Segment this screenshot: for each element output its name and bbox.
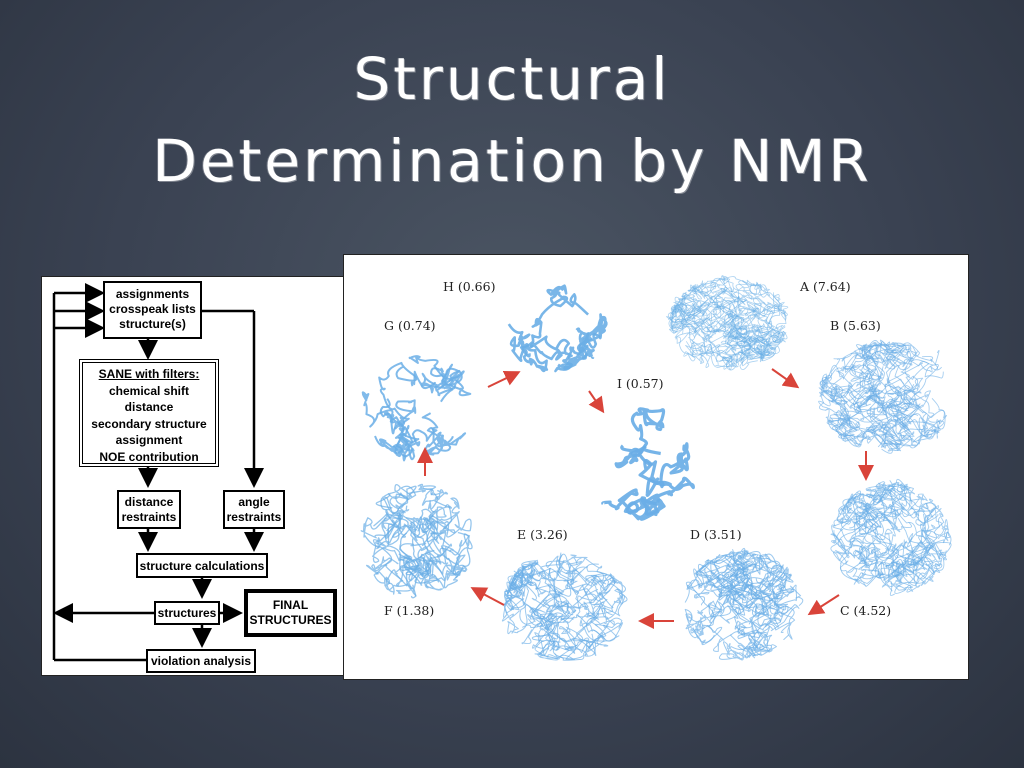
angle-restraints-label: restraints — [226, 510, 282, 524]
label-f: F (1.38) — [384, 603, 435, 618]
final-label: FINAL — [272, 598, 309, 612]
ensemble-a — [666, 275, 789, 371]
structure-calculations-box: structure calculations — [136, 553, 268, 578]
ensemble-d — [684, 547, 804, 661]
ensemble-c — [830, 478, 952, 596]
transition-arrow-3 — [807, 594, 840, 616]
structures-box: structures — [154, 601, 220, 625]
distance-restraints-box: distance restraints — [117, 490, 181, 529]
ensemble-e — [501, 552, 628, 661]
ensemble-figure-panel: H (0.66) A (7.64) G (0.74) B (5.63) I (0… — [343, 254, 969, 680]
label-a: A (7.64) — [800, 279, 851, 294]
label-g: G (0.74) — [384, 318, 436, 333]
angle-restraints-box: angle restraints — [223, 490, 285, 529]
label-c: C (4.52) — [840, 603, 892, 618]
input-crosspeak-lists: crosspeak lists — [109, 302, 196, 316]
distance-label: distance — [124, 495, 174, 509]
label-b: B (5.63) — [830, 318, 881, 333]
sane-assignment: assignment — [115, 433, 183, 447]
ensemble-b — [818, 339, 948, 454]
sane-distance: distance — [124, 400, 174, 414]
input-box: assignments crosspeak lists structure(s) — [103, 281, 202, 339]
ensemble-h — [507, 284, 608, 373]
slide-title-line2: Determination by NMR — [152, 127, 872, 195]
final-structures-box: FINAL STRUCTURES — [244, 589, 337, 637]
sane-secondary-structure: secondary structure — [91, 416, 207, 431]
angle-label: angle — [238, 495, 270, 509]
flowchart-arrows — [52, 283, 264, 662]
flowchart-panel: assignments crosspeak lists structure(s)… — [41, 276, 349, 676]
transition-arrow-1 — [771, 368, 800, 389]
slide-title-line1: Structural — [353, 45, 671, 113]
final-structures-label: STRUCTURES — [249, 613, 332, 627]
ensemble-f — [360, 483, 473, 599]
transition-arrow-8 — [588, 390, 605, 414]
restraints-label: restraints — [121, 510, 177, 524]
label-d: D (3.51) — [690, 527, 742, 542]
label-e: E (3.26) — [517, 527, 568, 542]
label-h: H (0.66) — [443, 279, 496, 294]
input-assignments: assignments — [115, 287, 190, 301]
sane-box: SANE with filters: chemical shift distan… — [79, 359, 219, 467]
sane-heading: SANE with filters: — [98, 367, 200, 381]
violation-analysis-box: violation analysis — [146, 649, 256, 673]
ensemble-g — [361, 355, 472, 462]
sane-noe-contribution: NOE contribution — [99, 449, 199, 464]
transition-arrow-5 — [470, 587, 505, 606]
label-i: I (0.57) — [617, 376, 664, 391]
sane-chemical-shift: chemical shift — [108, 383, 190, 398]
input-structures: structure(s) — [119, 317, 186, 331]
ensemble-i — [601, 407, 695, 521]
ensemble-graphics — [360, 275, 952, 661]
transition-arrow-7 — [487, 371, 521, 388]
